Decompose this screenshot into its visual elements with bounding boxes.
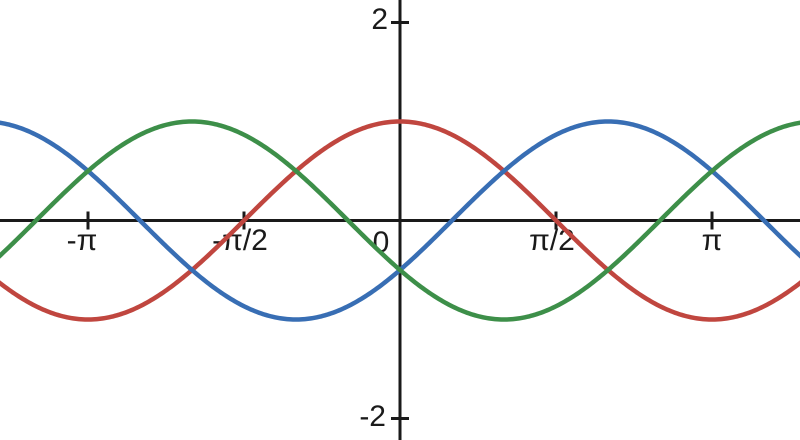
cosine-curve-red — [0, 119, 800, 322]
x-tick-label-pi: π — [701, 224, 723, 257]
cosine-curve-green — [0, 119, 800, 322]
x-tick-label-neg-pi: -π — [66, 224, 98, 257]
y-tick-label-neg-2: -2 — [359, 400, 386, 433]
y-tick-label-2: 2 — [371, 3, 388, 36]
